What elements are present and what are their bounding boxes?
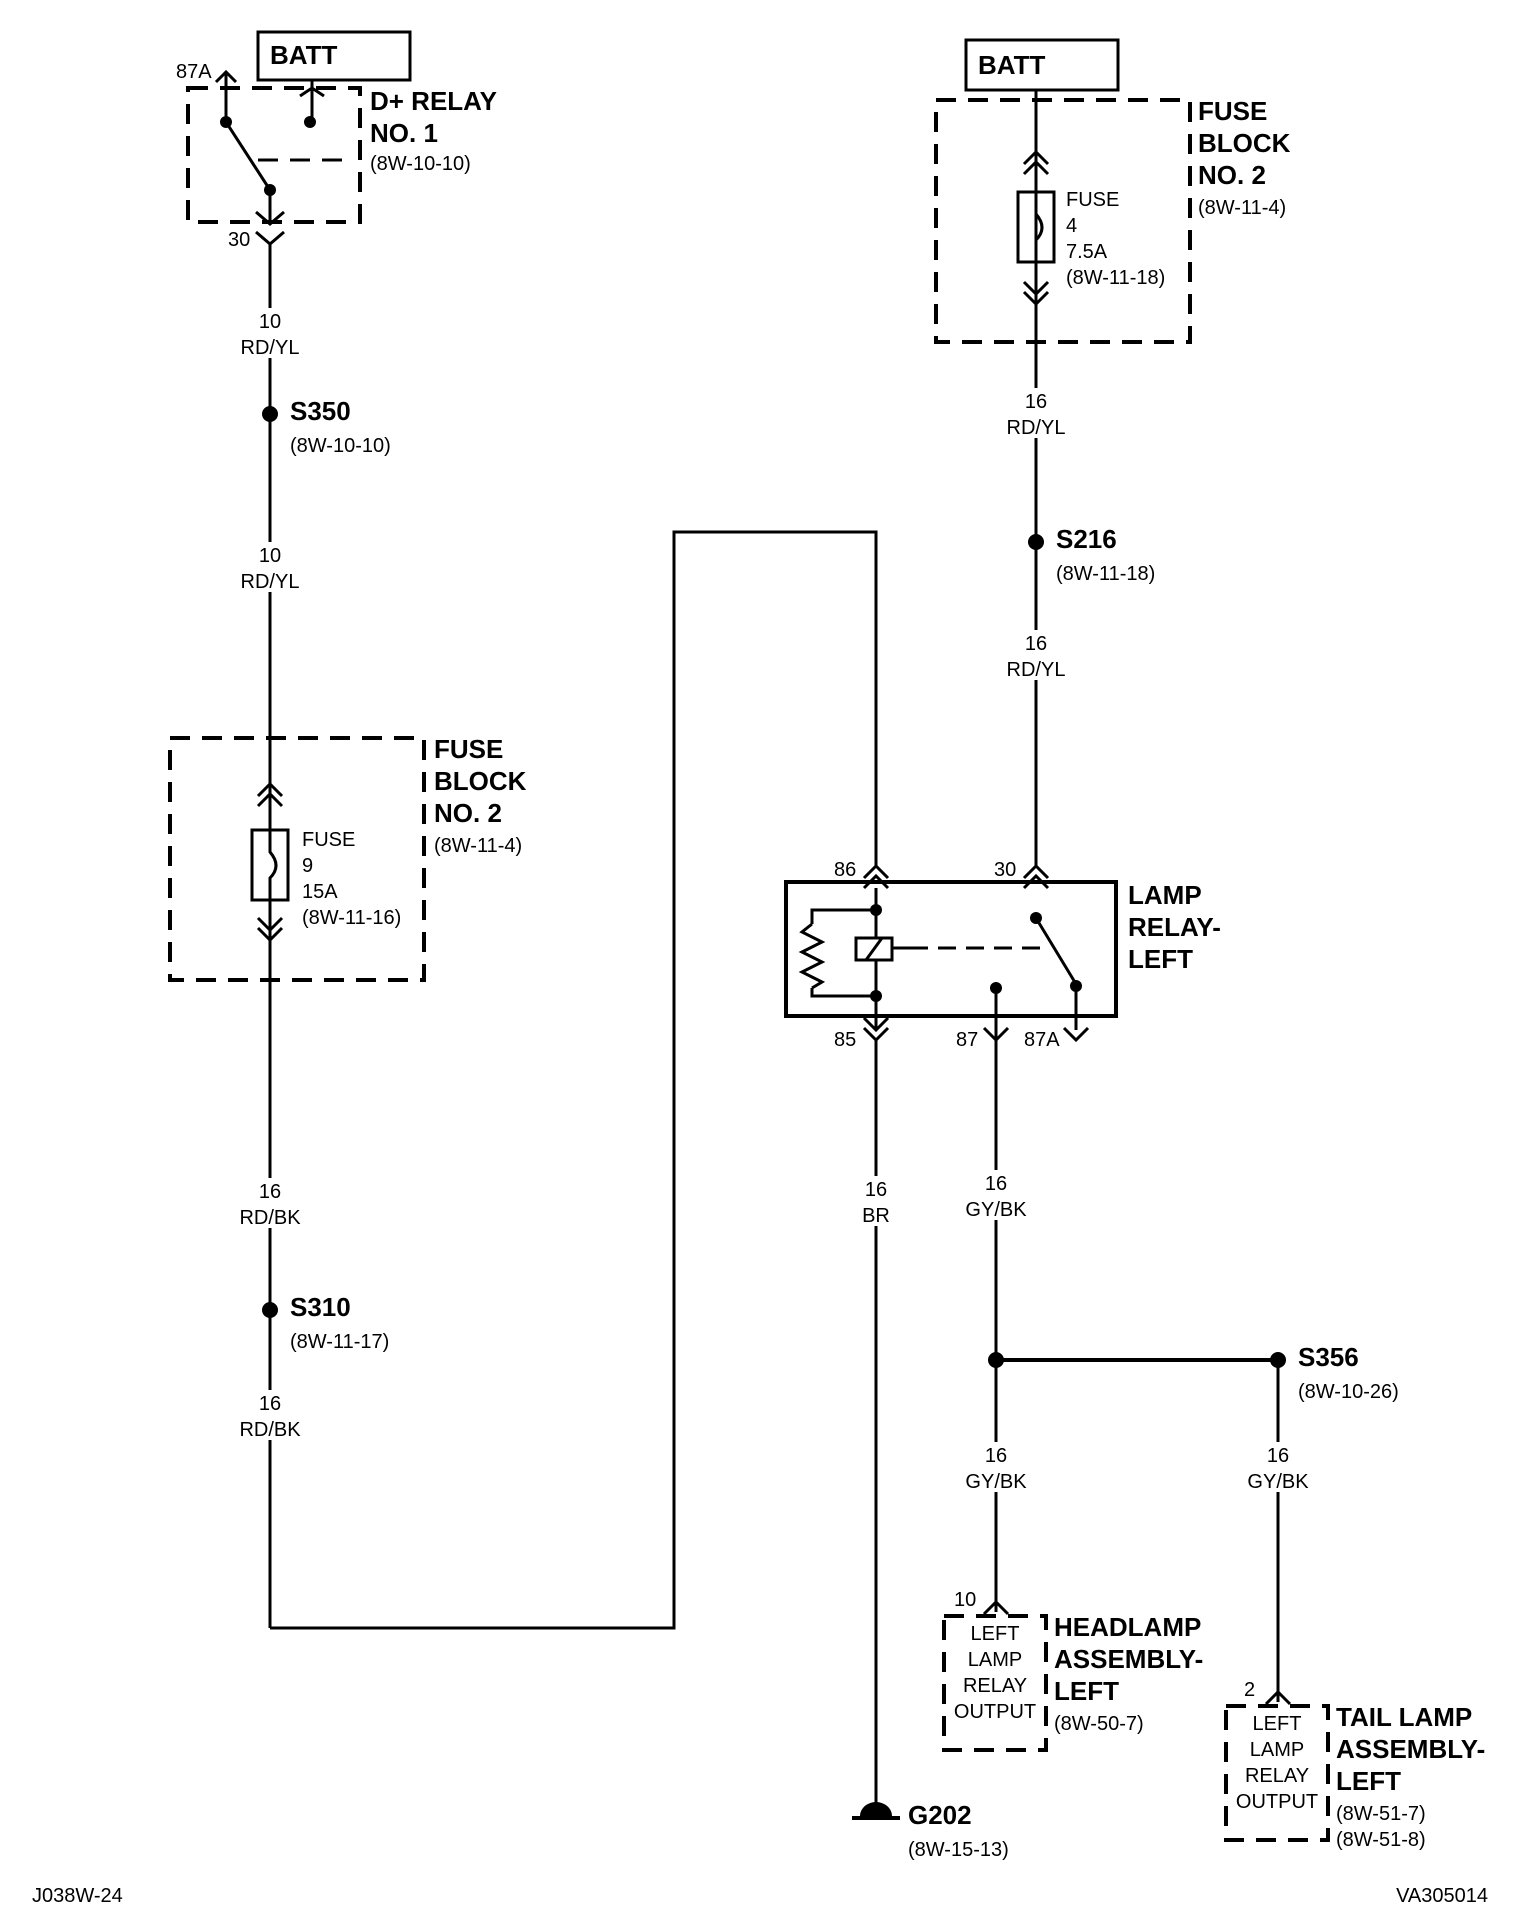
footer-left-code: J038W-24 [32,1885,123,1907]
tail-lamp-assembly-left: 2 LEFT LAMP RELAY OUTPUT TAIL LAMP ASSEM… [1224,1679,1485,1851]
svg-text:D+ RELAY: D+ RELAY [370,86,497,116]
left-fuse-block: FUSE 9 15A (8W-11-16) FUSE BLOCK NO. 2 (… [168,734,527,982]
svg-text:LEFT: LEFT [1128,944,1193,974]
svg-text:(8W-51-7): (8W-51-7) [1336,1803,1426,1825]
svg-text:BR: BR [862,1205,890,1227]
svg-text:LAMP: LAMP [968,1649,1022,1671]
ground-g202: G202 (8W-15-13) [852,1800,1009,1861]
splice-s310: S310 (8W-11-17) [262,1292,389,1353]
svg-text:10: 10 [259,311,281,333]
svg-text:86: 86 [834,859,856,881]
svg-text:16: 16 [1025,391,1047,413]
lamp-relay-left: 86 30 85 87 87A LAMP RELAY- LEFT [784,859,1221,1360]
headlamp-assembly-left: 10 LEFT LAMP RELAY OUTPUT HEADLAMP ASSEM… [942,1589,1203,1752]
svg-text:BLOCK: BLOCK [1198,128,1291,158]
svg-text:10: 10 [259,545,281,567]
svg-text:16: 16 [1267,1445,1289,1467]
svg-text:S350: S350 [290,396,351,426]
svg-text:87A: 87A [1024,1029,1060,1051]
svg-text:ASSEMBLY-: ASSEMBLY- [1054,1644,1203,1674]
svg-text:(8W-11-18): (8W-11-18) [1056,563,1155,585]
svg-text:S216: S216 [1056,524,1117,554]
svg-text:S356: S356 [1298,1342,1359,1372]
svg-text:(8W-11-16): (8W-11-16) [302,907,401,929]
svg-text:RD/YL: RD/YL [1007,659,1066,681]
svg-text:15A: 15A [302,881,338,903]
svg-text:GY/BK: GY/BK [965,1199,1027,1221]
svg-text:(8W-11-4): (8W-11-4) [1198,197,1286,219]
svg-text:HEADLAMP: HEADLAMP [1054,1612,1201,1642]
svg-text:RD/YL: RD/YL [241,337,300,359]
svg-text:2: 2 [1244,1679,1255,1701]
svg-text:(8W-10-10): (8W-10-10) [290,435,391,457]
svg-text:S310: S310 [290,1292,351,1322]
svg-text:LEFT: LEFT [1336,1766,1401,1796]
svg-text:RD/BK: RD/BK [239,1419,301,1441]
svg-text:(8W-10-10): (8W-10-10) [370,153,471,175]
svg-text:LEFT: LEFT [1054,1676,1119,1706]
d-plus-relay: 87A 30 D+ RELAY NO. 1 (8W-10-10) [176,61,497,251]
svg-text:85: 85 [834,1029,856,1051]
left-batt: BATT [256,30,412,82]
svg-text:(8W-15-13): (8W-15-13) [908,1839,1009,1861]
svg-text:16: 16 [259,1393,281,1415]
svg-text:(8W-51-8): (8W-51-8) [1336,1829,1426,1851]
svg-text:OUTPUT: OUTPUT [1236,1791,1318,1813]
svg-text:16: 16 [259,1181,281,1203]
svg-text:(8W-11-4): (8W-11-4) [434,835,522,857]
svg-text:4: 4 [1066,215,1077,237]
svg-text:GY/BK: GY/BK [1247,1471,1309,1493]
svg-text:(8W-11-17): (8W-11-17) [290,1331,389,1353]
right-fuse-block: FUSE 4 7.5A (8W-11-18) FUSE BLOCK NO. 2 … [934,96,1291,344]
svg-text:(8W-50-7): (8W-50-7) [1054,1713,1144,1735]
svg-text:BLOCK: BLOCK [434,766,527,796]
svg-text:RELAY-: RELAY- [1128,912,1221,942]
svg-text:LEFT: LEFT [1253,1713,1302,1735]
svg-text:16: 16 [985,1173,1007,1195]
svg-text:16: 16 [985,1445,1007,1467]
svg-text:FUSE: FUSE [1198,96,1267,126]
right-batt: BATT [964,38,1120,92]
svg-text:NO. 2: NO. 2 [1198,160,1266,190]
svg-text:LEFT: LEFT [971,1623,1020,1645]
relay-86-feed-wire [270,530,878,1630]
footer-right-code: VA305014 [1396,1885,1488,1907]
svg-text:FUSE: FUSE [1066,189,1119,211]
svg-text:RD/YL: RD/YL [1007,417,1066,439]
svg-text:BATT: BATT [270,40,338,70]
svg-text:16: 16 [865,1179,887,1201]
svg-text:RELAY: RELAY [963,1675,1027,1697]
relay-pin-30-label: 30 [228,229,250,251]
svg-text:TAIL LAMP: TAIL LAMP [1336,1702,1472,1732]
svg-text:30: 30 [994,859,1016,881]
splice-s216: S216 (8W-11-18) [1028,524,1155,585]
svg-text:(8W-11-18): (8W-11-18) [1066,267,1165,289]
svg-text:RD/BK: RD/BK [239,1207,301,1229]
svg-text:FUSE: FUSE [434,734,503,764]
svg-text:LAMP: LAMP [1128,880,1202,910]
svg-text:ASSEMBLY-: ASSEMBLY- [1336,1734,1485,1764]
svg-text:LAMP: LAMP [1250,1739,1304,1761]
svg-text:87: 87 [956,1029,978,1051]
splice-s350: S350 (8W-10-10) [262,396,391,457]
svg-text:(8W-10-26): (8W-10-26) [1298,1381,1399,1403]
svg-text:NO. 2: NO. 2 [434,798,502,828]
svg-text:10: 10 [954,1589,976,1611]
relay-pin-87a-label: 87A [176,61,212,83]
svg-text:GY/BK: GY/BK [965,1471,1027,1493]
svg-text:FUSE: FUSE [302,829,355,851]
svg-text:16: 16 [1025,633,1047,655]
splice-s356: S356 (8W-10-26) [1270,1342,1399,1403]
svg-text:9: 9 [302,855,313,877]
svg-text:BATT: BATT [978,50,1046,80]
svg-text:OUTPUT: OUTPUT [954,1701,1036,1723]
svg-text:RELAY: RELAY [1245,1765,1309,1787]
svg-text:7.5A: 7.5A [1066,241,1108,263]
svg-text:RD/YL: RD/YL [241,571,300,593]
svg-text:G202: G202 [908,1800,972,1830]
svg-text:NO. 1: NO. 1 [370,118,438,148]
